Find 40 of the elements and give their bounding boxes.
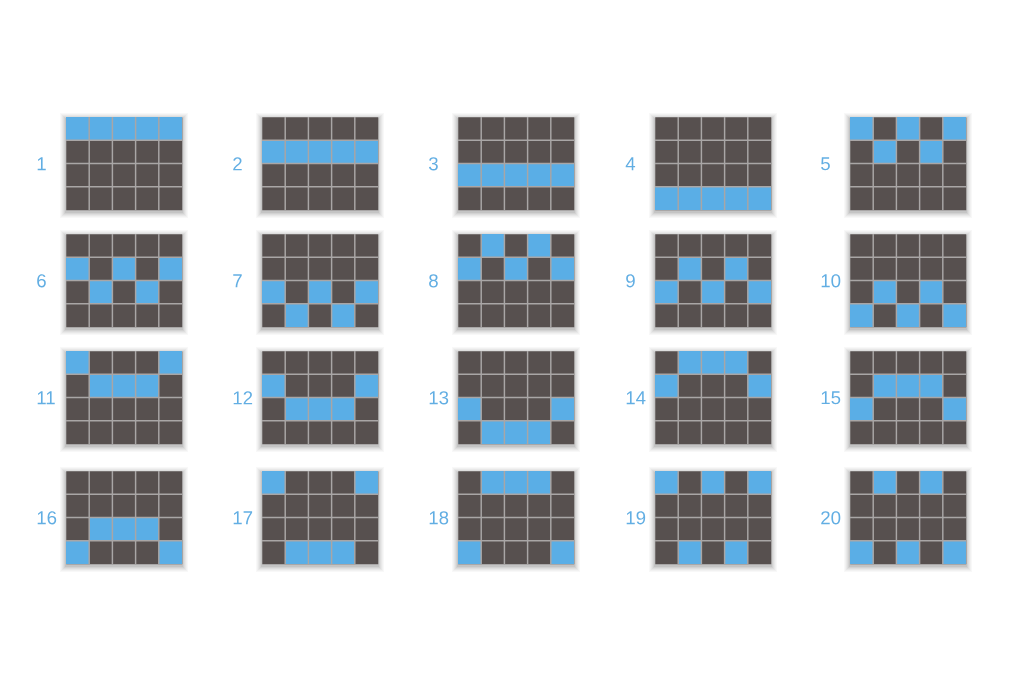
payline-grid: 19 — [626, 467, 777, 572]
payline-grid: 4 — [625, 113, 777, 218]
payline-grid: 9 — [626, 230, 777, 335]
payline-grid: 15 — [821, 347, 972, 452]
node-label: 9 — [626, 274, 635, 288]
payline-grid: 2 — [233, 113, 384, 218]
payline-grid: 5 — [821, 113, 972, 218]
payline-grid: 3 — [429, 113, 580, 218]
node-label: 18 — [429, 511, 449, 525]
node-label: 3 — [428, 157, 438, 171]
node-label: 20 — [821, 511, 841, 525]
node-label: 8 — [429, 274, 438, 288]
node-label: 10 — [821, 274, 841, 288]
payline-grid: 13 — [429, 347, 580, 452]
payline-grid: 18 — [429, 467, 580, 572]
node-label: 15 — [821, 391, 841, 405]
node-label: 14 — [626, 391, 646, 405]
node-label: 13 — [429, 391, 449, 405]
payline-grid: 11 — [37, 347, 188, 452]
node-label: 16 — [37, 511, 57, 525]
node-label: 17 — [233, 511, 253, 525]
payline-grid: 1 — [37, 113, 188, 218]
payline-grid: 16 — [37, 467, 188, 572]
payline-grid: 12 — [233, 347, 384, 452]
node-label: 4 — [625, 157, 636, 171]
payline-grid: 17 — [233, 467, 384, 572]
payline-grid: 6 — [37, 230, 188, 335]
node-label: 6 — [37, 274, 46, 288]
node-label: 2 — [233, 157, 242, 171]
node-label: 1 — [37, 157, 46, 171]
node-label: 7 — [233, 274, 242, 288]
node-label: 5 — [821, 157, 830, 171]
payline-grid: 20 — [821, 467, 972, 572]
node-label: 11 — [37, 391, 55, 405]
payline-grid: 7 — [233, 230, 384, 335]
payline-grid: 8 — [429, 230, 580, 335]
node-label: 19 — [626, 511, 646, 525]
payline-grid: 14 — [626, 347, 777, 452]
payline-grid: 10 — [821, 230, 972, 335]
node-label: 12 — [233, 391, 253, 405]
